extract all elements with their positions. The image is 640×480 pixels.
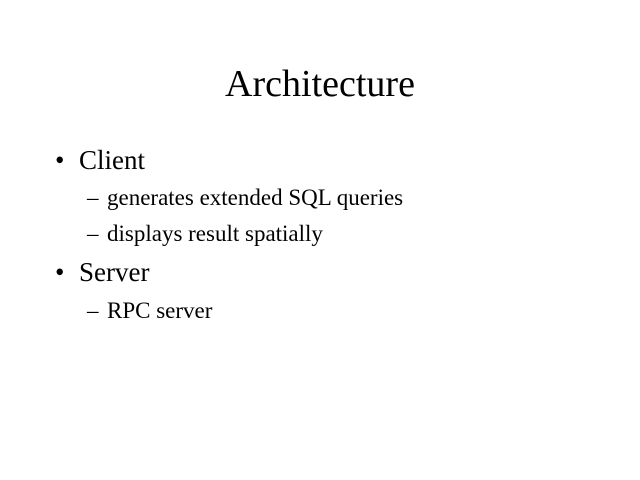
sub-bullet-marker: – — [87, 185, 99, 210]
bullet-client: • Client — [55, 145, 145, 175]
sub-bullet-marker: – — [87, 298, 99, 323]
sub-bullet-generates-sql: –generates extended SQL queries — [87, 185, 403, 211]
sub-bullet-rpc-server: –RPC server — [87, 298, 212, 324]
bullet-text: Server — [79, 257, 150, 287]
bullet-server: • Server — [55, 257, 149, 287]
sub-bullet-text: RPC server — [107, 298, 213, 323]
sub-bullet-marker: – — [87, 221, 99, 246]
bullet-marker: • — [55, 257, 65, 287]
slide-title: Architecture — [225, 63, 415, 105]
bullet-marker: • — [55, 145, 65, 175]
sub-bullet-text: generates extended SQL queries — [107, 185, 404, 210]
bullet-text: Client — [79, 145, 145, 175]
sub-bullet-text: displays result spatially — [107, 221, 323, 246]
sub-bullet-displays-result: –displays result spatially — [87, 221, 323, 247]
